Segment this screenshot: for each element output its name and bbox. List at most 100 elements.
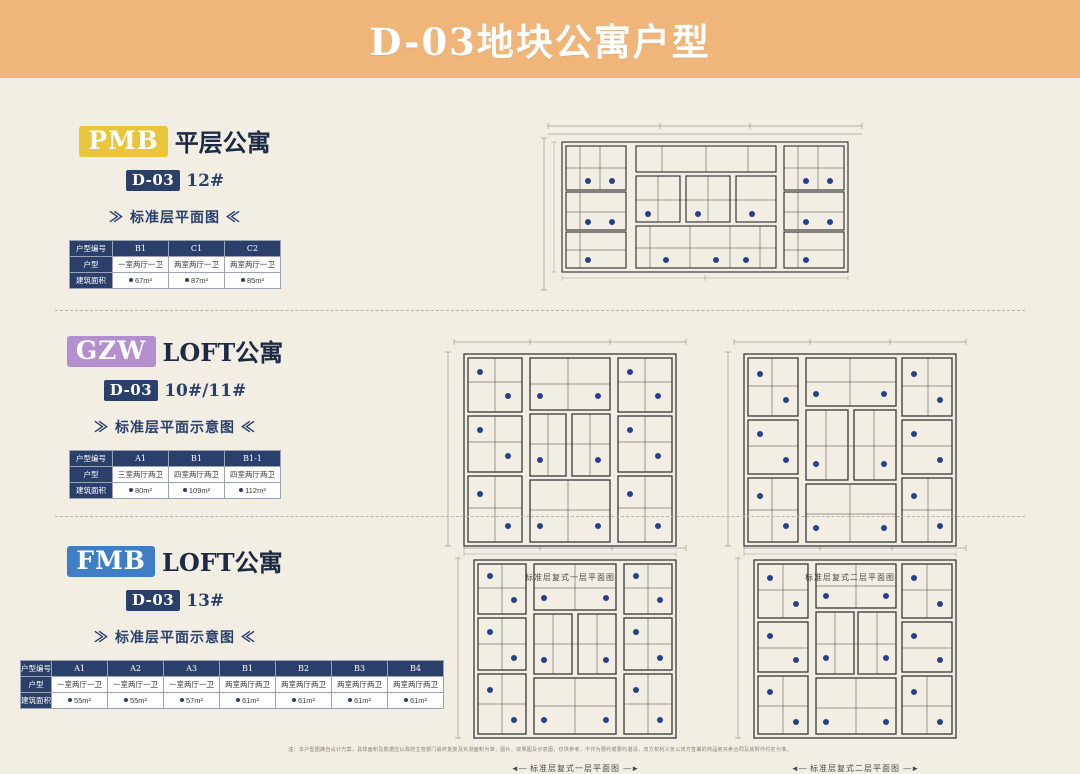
- table-cell: 两室两厅两卫: [219, 676, 276, 693]
- table-cell: 两室两厅两卫: [331, 676, 388, 693]
- table-row-header: 建筑面积: [69, 482, 113, 499]
- section-1-spec-table: 户型编号 B1 C1 C2 户型 一室两厅一卫 两室两厅一卫 两室两厅一卫 建筑…: [69, 240, 281, 289]
- section-1-badge: PMB: [79, 126, 168, 157]
- table-cell: 四室两厅两卫: [224, 466, 281, 483]
- section-2-title: LOFT公寓: [162, 337, 284, 367]
- table-cell: 61m²: [219, 692, 276, 709]
- section-2-badge: GZW: [66, 336, 156, 367]
- footnote: 注：本户型图摘自设计方案，具体面积及数据应以政府主管部门最终批复及实测面积为准，…: [0, 746, 1080, 753]
- section-3-info: FMB LOFT公寓 D-03 13# ≫ 标准层平面示意图 ≪ 户型编号 A1…: [20, 546, 444, 709]
- bullet-dot-icon: [128, 488, 133, 492]
- table-row-header: 户型编号: [69, 450, 113, 467]
- bullet-dot-icon: [123, 698, 128, 702]
- area-value: 112m²: [245, 486, 266, 495]
- table-row-header: 户型编号: [20, 660, 52, 677]
- area-value: 61m²: [241, 696, 260, 705]
- table-row: 户型 一室两厅一卫 一室两厅一卫 一室两厅一卫 两室两厅两卫 两室两厅两卫 两室…: [20, 676, 444, 693]
- section-1-badge-row: PMB 平层公寓: [20, 126, 330, 157]
- section-2-spec-table: 户型编号 A1 B1 B1-1 户型 三室两厅两卫 四室两厅两卫 四室两厅两卫 …: [69, 450, 281, 499]
- bullet-dot-icon: [240, 278, 245, 282]
- section-2-building-no: 10#/11#: [164, 380, 247, 401]
- bullet-dot-icon: [239, 488, 244, 492]
- table-cell: 61m²: [275, 692, 332, 709]
- table-col-header: B1: [112, 240, 169, 257]
- floorplan-drawing: [735, 545, 967, 739]
- page-header: D-03地块公寓户型: [0, 0, 1080, 78]
- bullet-dot-icon: [184, 278, 189, 282]
- table-row: 建筑面积 67m² 87m² 85m²: [69, 272, 281, 289]
- section-3-plot-tag: D-03: [125, 590, 181, 611]
- section-3-floorplan-1: ◄— 标准层复式一层平面图 —►: [450, 540, 700, 773]
- table-col-header: A1: [112, 450, 169, 467]
- table-col-header: C2: [224, 240, 281, 257]
- table-cell: 两室两厅两卫: [275, 676, 332, 693]
- arrow-right-icon: —►: [903, 764, 920, 773]
- table-row: 户型编号 A1 A2 A3 B1 B2 B3 B4: [20, 660, 444, 677]
- section-3-plan-label: ≫ 标准层平面示意图 ≪: [94, 630, 256, 646]
- table-row: 户型编号 B1 C1 C2: [69, 240, 281, 257]
- area-value: 57m²: [185, 696, 204, 705]
- table-row: 建筑面积 80m² 109m² 112m²: [69, 482, 281, 499]
- caption-text: 标准层复式二层平面图: [810, 764, 900, 773]
- table-cell: 80m²: [112, 482, 169, 499]
- area-value: 80m²: [134, 486, 153, 495]
- section-divider-1: [55, 310, 1025, 311]
- bullet-dot-icon: [347, 698, 352, 702]
- area-value: 61m²: [353, 696, 372, 705]
- bullet-dot-icon: [403, 698, 408, 702]
- table-row-header: 户型: [69, 466, 113, 483]
- table-cell: 两室两厅两卫: [387, 676, 444, 693]
- table-cell: 一室两厅一卫: [112, 256, 169, 273]
- section-1-building-row: D-03 12#: [20, 170, 330, 191]
- table-row: 户型 一室两厅一卫 两室两厅一卫 两室两厅一卫: [69, 256, 281, 273]
- section-1-title: 平层公寓: [174, 127, 271, 157]
- table-col-header: B1-1: [224, 450, 281, 467]
- arrow-left-icon: ◄—: [790, 764, 807, 773]
- section-3-badge-row: FMB LOFT公寓: [20, 546, 330, 577]
- area-value: 85m²: [246, 276, 265, 285]
- section-2-plot-tag: D-03: [103, 380, 159, 401]
- area-value: 109m²: [188, 486, 211, 495]
- table-cell: 一室两厅一卫: [163, 676, 220, 693]
- floorplan-drawing: [541, 123, 863, 291]
- arrow-left-icon: ◄—: [510, 764, 527, 773]
- table-cell: 109m²: [168, 482, 225, 499]
- table-cell: 一室两厅一卫: [51, 676, 108, 693]
- table-col-header: B3: [331, 660, 388, 677]
- table-col-header: C1: [168, 240, 225, 257]
- section-3-building-no: 13#: [186, 590, 225, 611]
- area-value: 61m²: [409, 696, 428, 705]
- section-3-badge: FMB: [67, 546, 155, 577]
- bullet-dot-icon: [128, 278, 133, 282]
- table-cell: 112m²: [224, 482, 281, 499]
- section-3-floorplan-2: ◄— 标准层复式二层平面图 —►: [730, 540, 980, 773]
- table-cell: 四室两厅两卫: [168, 466, 225, 483]
- table-row-header: 户型: [20, 676, 52, 693]
- area-value: 87m²: [190, 276, 209, 285]
- table-row: 建筑面积 55m² 55m² 57m² 61m² 61m² 61m² 61m²: [20, 692, 444, 709]
- table-row-header: 建筑面积: [20, 692, 52, 709]
- table-cell: 55m²: [51, 692, 108, 709]
- floorplan-drawing: [725, 339, 967, 557]
- table-cell: 61m²: [387, 692, 444, 709]
- section-1-info: PMB 平层公寓 D-03 12# ≫ 标准层平面图 ≪ 户型编号 B1 C1 …: [20, 126, 330, 289]
- section-2-floorplan-2: 标准层复式二层平面图: [720, 334, 980, 584]
- floorplan-drawing: [455, 545, 687, 739]
- section-2-plan-1-caption: 标准层复式一层平面图: [525, 573, 615, 582]
- area-value: 55m²: [129, 696, 148, 705]
- section-2-floorplan-1: 标准层复式一层平面图: [440, 334, 700, 584]
- area-value: 67m²: [134, 276, 153, 285]
- page-title: D-03地块公寓户型: [369, 20, 711, 64]
- area-value: 61m²: [297, 696, 316, 705]
- table-col-header: B2: [275, 660, 332, 677]
- table-cell: 85m²: [224, 272, 281, 289]
- section-2-info: GZW LOFT公寓 D-03 10#/11# ≫ 标准层平面示意图 ≪ 户型编…: [20, 336, 330, 499]
- table-row: 户型 三室两厅两卫 四室两厅两卫 四室两厅两卫: [69, 466, 281, 483]
- table-cell: 两室两厅一卫: [224, 256, 281, 273]
- section-divider-2: [55, 516, 1025, 517]
- section-2-badge-row: GZW LOFT公寓: [20, 336, 330, 367]
- section-3-title: LOFT公寓: [161, 547, 283, 577]
- section-2-building-row: D-03 10#/11#: [20, 380, 330, 401]
- section-2-plan-label: ≫ 标准层平面示意图 ≪: [94, 420, 256, 436]
- section-2-plan-2-caption: 标准层复式二层平面图: [805, 573, 895, 582]
